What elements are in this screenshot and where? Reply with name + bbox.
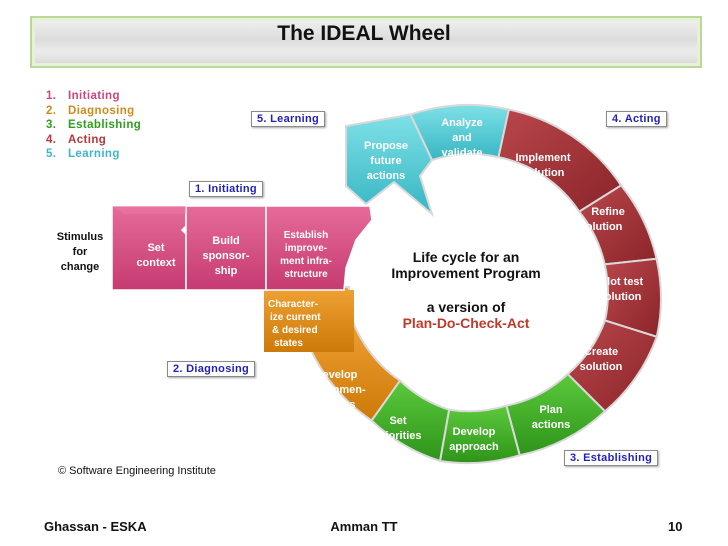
phase-legend: 1.Initiating 2.Diagnosing 3.Establishing… <box>46 89 141 162</box>
svg-text:Analyze: Analyze <box>441 117 483 129</box>
label-set-context: Set context <box>136 242 175 269</box>
footer-page-number: 10 <box>668 519 683 534</box>
svg-text:Propose: Propose <box>364 140 408 152</box>
svg-text:Pilot test: Pilot test <box>597 276 644 288</box>
center-line-3: a version of <box>427 299 506 315</box>
label-establish-infrastructure: Establish improve- ment infra- structure <box>280 230 332 280</box>
label-stimulus: Stimulus for change <box>57 231 103 273</box>
segment-analyze-validate <box>409 103 510 162</box>
svg-text:Build: Build <box>212 235 240 247</box>
copyright-notice: © Software Engineering Institute <box>58 465 216 477</box>
svg-text:Set: Set <box>389 415 406 427</box>
svg-text:Create: Create <box>584 346 618 358</box>
svg-text:Stimulus: Stimulus <box>57 231 103 243</box>
footer-author: Ghassan - ESKA <box>44 519 147 534</box>
center-line-4: Plan-Do-Check-Act <box>403 315 530 331</box>
svg-text:Set: Set <box>147 242 164 254</box>
svg-text:Develop: Develop <box>453 426 496 438</box>
label-build-sponsorship: Build sponsor- ship <box>202 235 249 277</box>
legend-item-acting: 4.Acting <box>46 133 107 146</box>
page-title: The IDEAL Wheel <box>277 22 451 45</box>
phase-label-acting: 4. Acting <box>606 111 667 127</box>
svg-text:Implement: Implement <box>515 152 570 164</box>
step-build-sponsorship <box>185 205 267 291</box>
svg-text:actions: actions <box>367 170 406 182</box>
legend-item-establishing: 3.Establishing <box>46 119 142 132</box>
svg-text:ship: ship <box>215 265 238 277</box>
label-set-priorities: Set priorities <box>374 415 421 442</box>
diagnosing-ring <box>264 285 402 422</box>
label-plan-actions: Plan actions <box>532 404 571 431</box>
footer-location: Amman TT <box>330 519 398 534</box>
svg-text:change: change <box>61 261 100 273</box>
svg-text:and: and <box>452 132 472 144</box>
svg-text:Refine: Refine <box>591 206 625 218</box>
label-characterize-states: Character- ize current & desired states <box>268 299 321 349</box>
svg-text:recommen-: recommen- <box>306 384 366 396</box>
phase-label-diagnosing: 2. Diagnosing <box>167 361 256 377</box>
wheel-center-text: Life cycle for an Improvement Program a … <box>391 249 540 331</box>
svg-text:dations: dations <box>316 399 355 411</box>
svg-text:solution: solution <box>580 361 623 373</box>
segment-propose-future-actions <box>345 113 434 217</box>
label-propose-future-actions: Propose future actions <box>364 140 408 182</box>
svg-text:approach: approach <box>449 441 499 453</box>
label-implement-solution: Implement solution <box>515 152 570 179</box>
label-pilot-test-solution: Pilot test solution <box>597 276 644 303</box>
svg-text:states: states <box>274 338 303 349</box>
svg-text:Establish: Establish <box>284 230 328 241</box>
label-refine-solution: Refine solution <box>580 206 625 233</box>
svg-text:priorities: priorities <box>374 430 421 442</box>
label-create-solution: Create solution <box>580 346 623 373</box>
phase-label-learning: 5. Learning <box>251 111 325 127</box>
label-develop-recommendations: Develop recommen- dations <box>306 369 366 411</box>
svg-text:improve-: improve- <box>285 243 327 254</box>
center-line-1: Life cycle for an <box>413 249 520 265</box>
svg-text:actions: actions <box>532 419 571 431</box>
diagnosing-block <box>264 290 354 352</box>
acting-ring <box>497 108 662 413</box>
legend-item-diagnosing: 2.Diagnosing <box>46 104 135 117</box>
svg-text:ment infra-: ment infra- <box>280 256 332 267</box>
establishing-ring <box>370 372 607 465</box>
svg-text:context: context <box>136 257 175 269</box>
label-develop-approach: Develop approach <box>449 426 499 453</box>
title-banner <box>30 16 702 68</box>
phase-label-initiating: 1. Initiating <box>189 181 263 197</box>
initiating-band <box>51 205 373 291</box>
phase-label-establishing: 3. Establishing <box>564 450 659 466</box>
step-establish-infrastructure <box>265 205 373 291</box>
svg-text:solution: solution <box>580 221 623 233</box>
svg-text:validate: validate <box>442 147 483 159</box>
svg-text:solution: solution <box>599 291 642 303</box>
legend-item-initiating: 1.Initiating <box>46 90 120 102</box>
svg-text:Character-: Character- <box>268 299 318 310</box>
svg-text:future: future <box>370 155 401 167</box>
learning-ring <box>345 103 510 217</box>
svg-text:& desired: & desired <box>272 325 318 336</box>
center-line-2: Improvement Program <box>391 265 540 281</box>
legend-item-learning: 5.Learning <box>46 148 120 161</box>
svg-text:sponsor-: sponsor- <box>202 250 249 262</box>
svg-text:Plan: Plan <box>539 404 563 416</box>
svg-text:structure: structure <box>284 269 328 280</box>
svg-text:solution: solution <box>522 167 565 179</box>
svg-text:Develop: Develop <box>315 369 358 381</box>
svg-text:ize current: ize current <box>270 312 321 323</box>
svg-text:for: for <box>73 246 88 258</box>
label-analyze-validate: Analyze and validate <box>441 117 483 159</box>
